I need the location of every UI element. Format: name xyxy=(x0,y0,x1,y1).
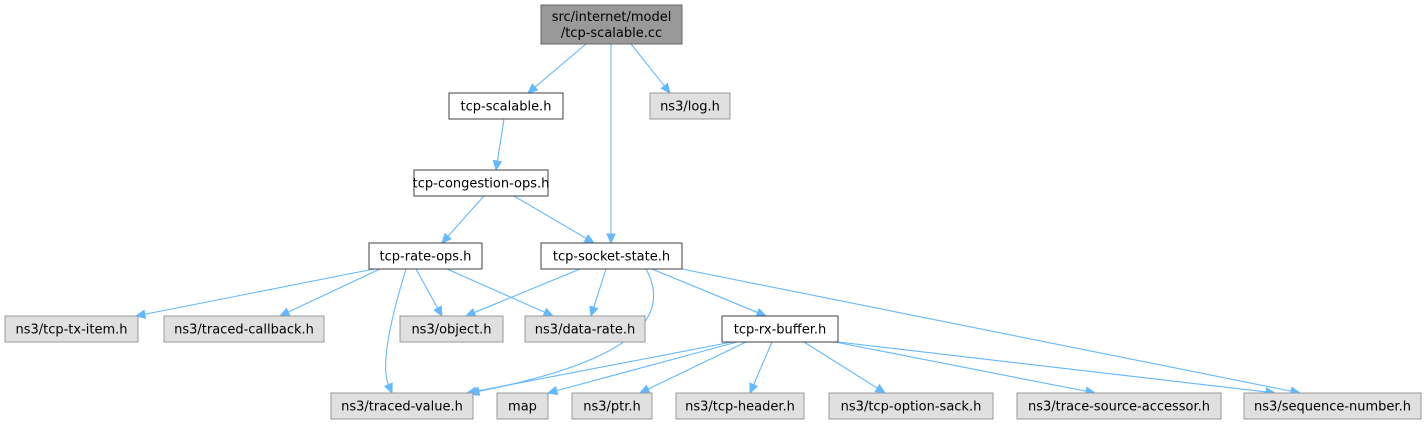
node-box xyxy=(571,392,653,420)
edge-tcp-rate-ops-h-to-ns3-tcp-tx-item-h xyxy=(134,268,375,319)
node-box xyxy=(330,392,474,420)
node-box xyxy=(721,315,839,343)
node-label: tcp-congestion-ops.h xyxy=(413,177,550,192)
arrowhead xyxy=(583,234,596,244)
node-label: tcp-scalable.h xyxy=(461,100,552,115)
node-map: map xyxy=(496,392,549,420)
node-box xyxy=(828,392,994,420)
edge-root-to-tcp-scalable-h xyxy=(527,43,587,94)
arrowhead xyxy=(278,307,291,317)
node-ns3-ptr-h: ns3/ptr.h xyxy=(571,392,653,420)
arrowhead xyxy=(874,383,887,394)
node-box xyxy=(675,392,805,420)
edge-tcp-socket-state-h-to-ns3-object-h xyxy=(464,268,581,317)
edge-root-to-ns3-log-h xyxy=(630,43,671,94)
node-ns3-trace-source-accessor-h: ns3/trace-source-accessor.h xyxy=(1016,392,1222,420)
node-label: ns3/traced-callback.h xyxy=(174,323,314,338)
edge-tcp-rx-buffer-h-to-map xyxy=(546,341,738,396)
node-ns3-sequence-number-h: ns3/sequence-number.h xyxy=(1243,392,1422,420)
node-tcp-scalable-h[interactable]: tcp-scalable.h xyxy=(448,92,564,120)
node-label: ns3/tcp-header.h xyxy=(685,400,795,415)
arrowhead xyxy=(749,382,759,395)
edge-tcp-congestion-ops-h-to-tcp-socket-state-h xyxy=(513,195,596,244)
arrowhead xyxy=(606,233,616,245)
node-label: tcp-rate-ops.h xyxy=(380,250,472,265)
arrowhead xyxy=(441,232,452,244)
node-label: ns3/tcp-option-sack.h xyxy=(841,400,982,415)
edge-tcp-rx-buffer-h-to-ns3-sequence-number-h xyxy=(837,341,1277,397)
node-ns3-traced-value-h: ns3/traced-value.h xyxy=(330,392,474,420)
arrowhead xyxy=(527,83,539,94)
arrowhead xyxy=(546,385,559,396)
edge-tcp-rx-buffer-h-to-ns3-trace-source-accessor-h xyxy=(834,341,1097,396)
edge-tcp-rate-ops-h-to-ns3-object-h xyxy=(415,268,443,318)
node-tcp-socket-state-h[interactable]: tcp-socket-state.h xyxy=(540,242,683,270)
node-box xyxy=(540,242,683,270)
edge-tcp-rate-ops-h-to-ns3-data-rate-h xyxy=(446,268,555,317)
node-ns3-tcp-option-sack-h: ns3/tcp-option-sack.h xyxy=(828,392,994,420)
node-label: ns3/traced-value.h xyxy=(341,400,463,415)
node-ns3-log-h: ns3/log.h xyxy=(649,92,731,120)
edge-tcp-congestion-ops-h-to-tcp-rate-ops-h xyxy=(441,195,485,244)
arrowhead xyxy=(755,307,768,317)
node-box xyxy=(496,392,549,420)
node-ns3-data-rate-h: ns3/data-rate.h xyxy=(524,315,646,343)
arrowhead xyxy=(492,159,503,172)
arrowhead xyxy=(383,382,393,395)
node-box xyxy=(163,315,325,343)
node-label: ns3/tcp-tx-item.h xyxy=(15,323,127,338)
arrowhead xyxy=(638,384,651,394)
node-label: ns3/log.h xyxy=(660,100,720,115)
node-label: ns3/sequence-number.h xyxy=(1254,400,1411,415)
node-box xyxy=(649,92,731,120)
arrowhead xyxy=(464,307,477,317)
node-box xyxy=(540,4,683,45)
node-ns3-object-h: ns3/object.h xyxy=(399,315,504,343)
arrowhead xyxy=(589,305,599,318)
edge-tcp-rate-ops-h-to-ns3-traced-value-h xyxy=(383,268,407,395)
edge-tcp-rx-buffer-h-to-ns3-traced-value-h xyxy=(465,341,733,396)
edge-root-to-tcp-socket-state-h xyxy=(606,44,616,245)
node-label: ns3/trace-source-accessor.h xyxy=(1028,400,1210,415)
edge-tcp-scalable-h-to-tcp-congestion-ops-h xyxy=(492,118,505,172)
node-box xyxy=(448,92,564,120)
node-box xyxy=(1016,392,1222,420)
node-label: tcp-socket-state.h xyxy=(553,250,670,265)
node-label: ns3/ptr.h xyxy=(583,400,641,415)
node-ns3-tcp-header-h: ns3/tcp-header.h xyxy=(675,392,805,420)
edge-tcp-socket-state-h-to-tcp-rx-buffer-h xyxy=(651,268,768,317)
node-box xyxy=(399,315,504,343)
edges-layer xyxy=(134,43,1302,397)
node-box xyxy=(1243,392,1422,420)
node-tcp-congestion-ops-h[interactable]: tcp-congestion-ops.h xyxy=(413,169,550,197)
node-tcp-rx-buffer-h[interactable]: tcp-rx-buffer.h xyxy=(721,315,839,343)
node-root[interactable]: src/internet/model/tcp-scalable.cc xyxy=(540,4,683,45)
arrowhead xyxy=(542,307,555,317)
edge-tcp-rx-buffer-h-to-ns3-tcp-option-sack-h xyxy=(803,341,887,394)
edge-tcp-rate-ops-h-to-ns3-traced-callback-h xyxy=(278,268,381,317)
node-label: map xyxy=(508,400,537,415)
arrowhead xyxy=(433,305,443,318)
edge-tcp-rx-buffer-h-to-ns3-tcp-header-h xyxy=(749,341,773,395)
node-box xyxy=(368,242,483,270)
node-label: tcp-rx-buffer.h xyxy=(734,323,827,338)
edge-tcp-socket-state-h-to-ns3-data-rate-h xyxy=(589,268,607,318)
node-box xyxy=(413,169,549,197)
node-tcp-rate-ops-h[interactable]: tcp-rate-ops.h xyxy=(368,242,483,270)
arrowhead xyxy=(660,82,671,94)
node-ns3-tcp-tx-item-h: ns3/tcp-tx-item.h xyxy=(4,315,139,343)
node-ns3-traced-callback-h: ns3/traced-callback.h xyxy=(163,315,325,343)
node-box xyxy=(4,315,139,343)
node-box xyxy=(524,315,646,343)
nodes-layer: src/internet/model/tcp-scalable.cc tcp-sc… xyxy=(4,4,1422,420)
node-label: ns3/object.h xyxy=(411,323,491,338)
node-label: ns3/data-rate.h xyxy=(535,323,635,338)
node-label: src/internet/model/tcp-scalable.cc xyxy=(552,10,672,41)
